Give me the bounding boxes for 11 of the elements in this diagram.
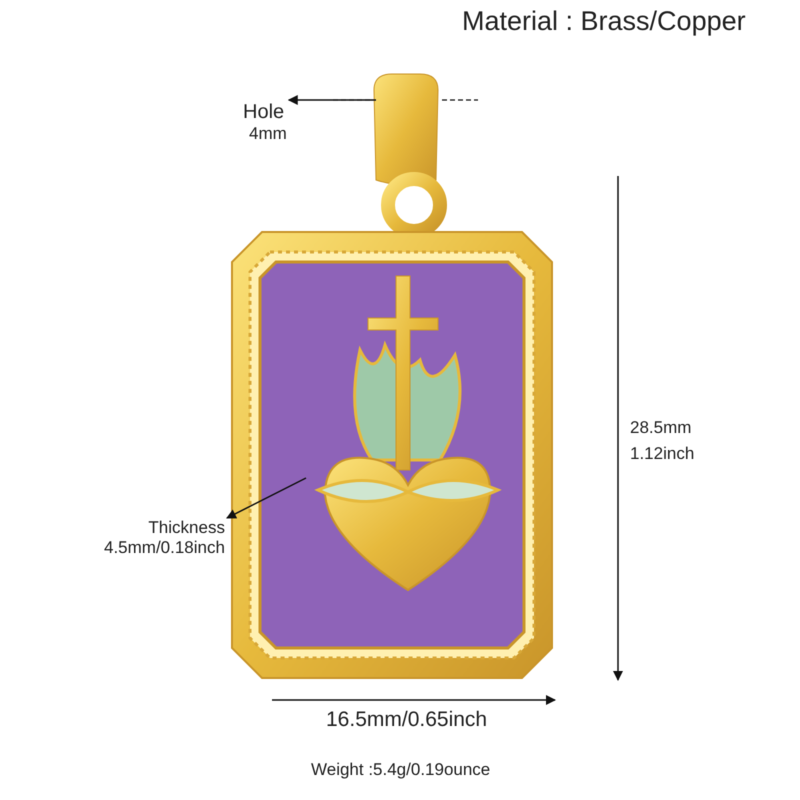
dimension-label: 1.12inch bbox=[630, 444, 694, 464]
callout-label: Thickness bbox=[147, 518, 225, 538]
leader-line bbox=[288, 95, 376, 105]
measurement-text: 4mm bbox=[248, 124, 287, 144]
title-text: Material : Brass/Copper bbox=[462, 6, 746, 38]
dimension-label: 28.5mm bbox=[630, 418, 692, 438]
weight-note: Weight :5.4g/0.19ounce bbox=[311, 760, 490, 780]
callout-label: Hole bbox=[243, 100, 286, 124]
dimension-label: 16.5mm/0.65inch bbox=[326, 708, 488, 732]
measurement-text: 4.5mm/0.18inch bbox=[104, 538, 225, 559]
leader-line bbox=[226, 477, 306, 519]
